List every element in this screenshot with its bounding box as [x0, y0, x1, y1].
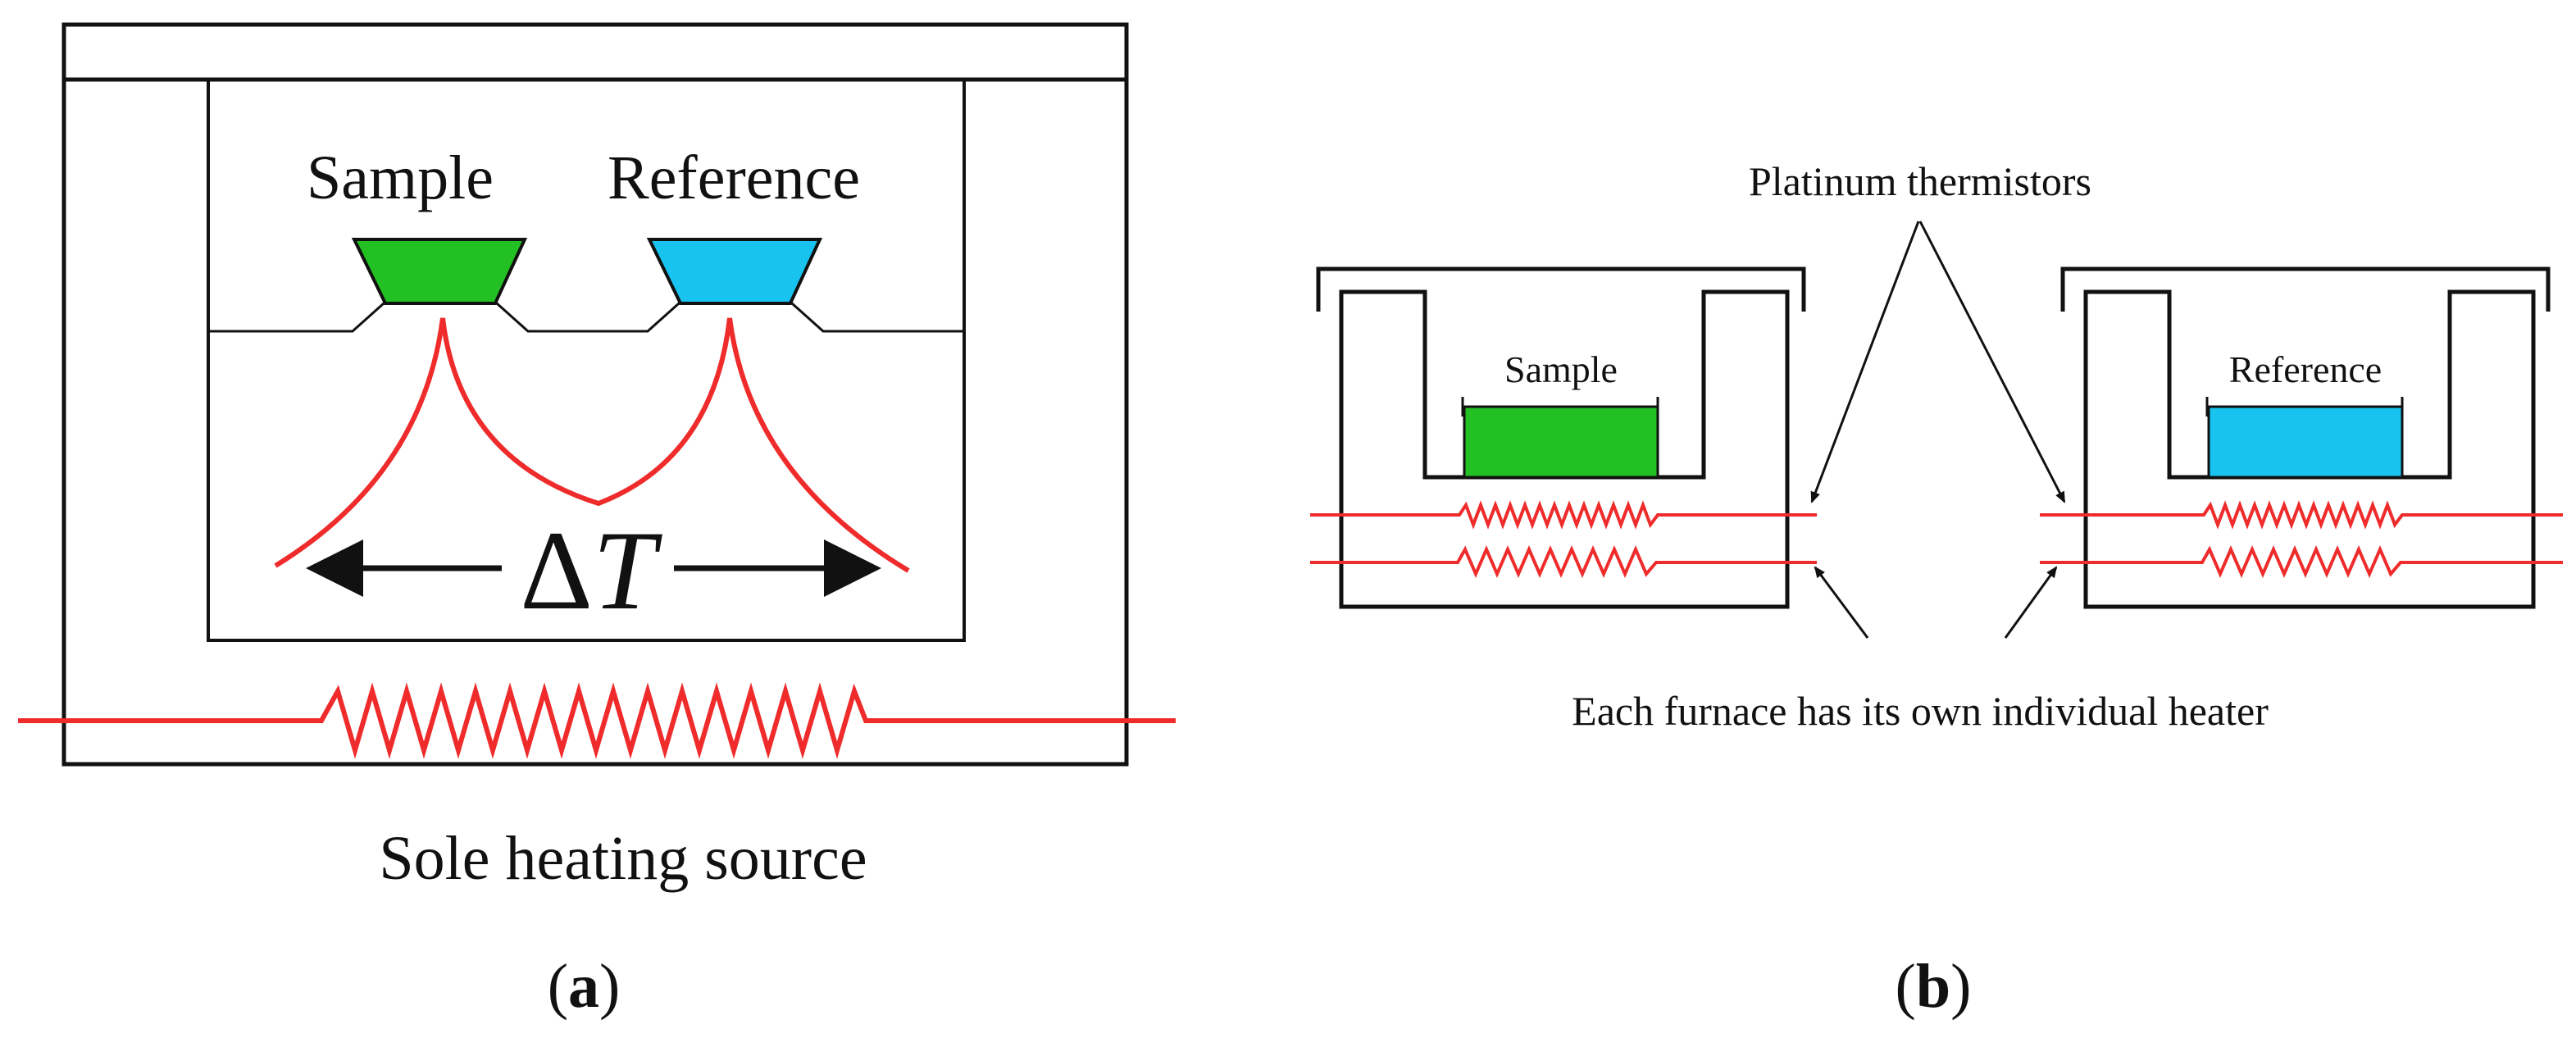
reference-heater-wire-top [2040, 500, 2563, 530]
platinum-thermistors-label: Platinum thermistors [1749, 158, 2091, 204]
sample-crucible [351, 238, 528, 305]
panel-b: Platinum thermistors Sample Re [1310, 158, 2563, 1021]
reference-furnace-label: Reference [2229, 348, 2382, 390]
reference-furnace-body [2083, 289, 2536, 609]
sample-furnace-body [1339, 289, 1790, 609]
heater-arrow-right [2004, 566, 2058, 639]
sample-furnace: Sample [1310, 266, 1817, 609]
reference-label: Reference [608, 143, 860, 212]
panel-a-letter: (a) [548, 952, 621, 1021]
individual-heater-caption: Each furnace has its own individual heat… [1572, 688, 2269, 734]
sole-heater-wire [18, 682, 1176, 759]
sample-label: Sample [307, 143, 494, 212]
crucible-support-plate [208, 302, 964, 333]
panel-b-letter-value: b [1916, 952, 1950, 1021]
differential-thermocouple [274, 317, 910, 573]
sample-furnace-label: Sample [1504, 348, 1618, 390]
heater-arrow-left [1814, 566, 1869, 639]
outer-furnace-frame [61, 22, 1129, 767]
sample-furnace-lid [1316, 266, 1806, 312]
reference-furnace-lid [2060, 266, 2551, 312]
reference-furnace: Reference [2040, 266, 2563, 609]
panel-a-letter-value: a [568, 952, 599, 1021]
thermistor-arrow-left [1810, 221, 1920, 503]
panel-a: Sample Reference ΔT Sole heating source … [18, 22, 1176, 1021]
inner-chamber [207, 78, 966, 642]
reference-heater-wire-bottom [2040, 544, 2563, 579]
sample-block [1463, 405, 1659, 479]
delta-variable: T [593, 508, 662, 633]
sample-heater-wire-top [1310, 500, 1817, 530]
delta-symbol: Δ [520, 508, 593, 633]
reference-crucible [646, 238, 823, 305]
sole-heating-caption: Sole heating source [379, 824, 867, 893]
reference-block [2207, 405, 2404, 479]
panel-b-letter: (b) [1896, 952, 1972, 1021]
delta-t-label: ΔT [520, 508, 662, 633]
sample-heater-wire-bottom [1310, 544, 1817, 579]
thermistor-arrow-right [1918, 221, 2066, 503]
